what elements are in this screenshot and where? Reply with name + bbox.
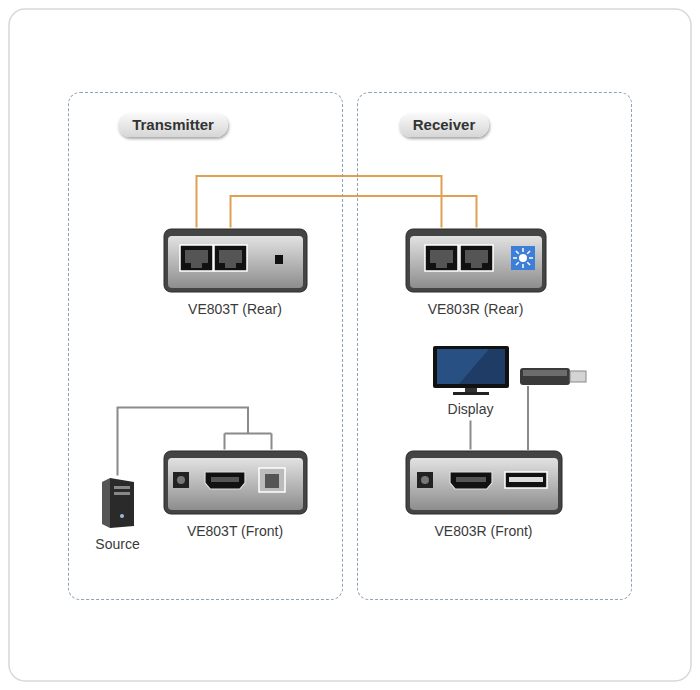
outer-frame bbox=[9, 9, 691, 681]
device-caption: VE803T (Rear) bbox=[161, 301, 310, 317]
device-caption: VE803R (Front) bbox=[403, 523, 565, 539]
device-caption: VE803R (Rear) bbox=[403, 301, 549, 317]
panel-heading: Transmitter bbox=[118, 113, 228, 137]
device-graphic bbox=[405, 450, 563, 515]
cat-cable bbox=[231, 196, 477, 228]
signal-cable bbox=[470, 421, 472, 450]
extender-unit: VE803R (Front) bbox=[403, 450, 565, 539]
extender-unit: VE803T (Rear) bbox=[161, 228, 310, 317]
device-graphic bbox=[163, 228, 308, 293]
device-graphic bbox=[88, 476, 148, 530]
panel-heading: Receiver bbox=[399, 113, 490, 137]
device-graphic bbox=[163, 450, 308, 515]
usb-lead bbox=[527, 386, 529, 450]
extender-unit: VE803R (Rear) bbox=[403, 228, 549, 317]
usb-stick bbox=[520, 368, 586, 385]
source-computer: Source bbox=[80, 476, 156, 552]
group-panel: ReceiverVE803R (Rear) DisplayVE803R (Fron… bbox=[357, 92, 632, 600]
device-graphic bbox=[429, 345, 513, 395]
device-caption: Source bbox=[80, 536, 156, 552]
cat-cable bbox=[197, 176, 442, 228]
device-graphic bbox=[405, 228, 547, 293]
group-panel: TransmitterVE803T (Rear) Source VE803T (Fr… bbox=[68, 92, 343, 600]
display-device: Display bbox=[426, 345, 516, 417]
extender-unit: VE803T (Front) bbox=[161, 450, 310, 539]
device-caption: VE803T (Front) bbox=[161, 523, 310, 539]
device-caption: Display bbox=[426, 401, 516, 417]
